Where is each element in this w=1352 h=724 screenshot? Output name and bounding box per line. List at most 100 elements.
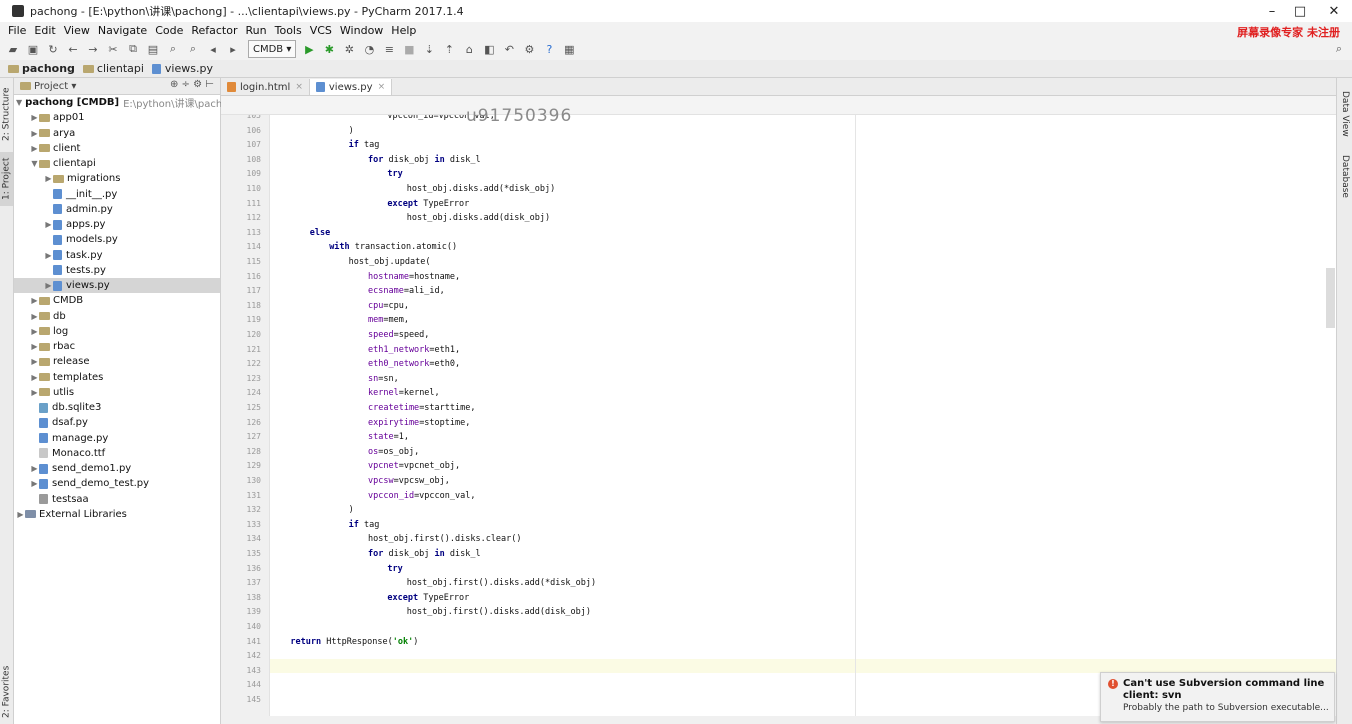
code-line[interactable]: ecsname=ali_id, <box>368 286 445 297</box>
chevron-right-icon[interactable]: ▶ <box>45 174 52 184</box>
chevron-right-icon[interactable]: ▶ <box>31 479 38 489</box>
tree-item-admin-py[interactable]: admin.py <box>14 202 220 217</box>
tree-item-tests-py[interactable]: tests.py <box>14 263 220 278</box>
menu-run[interactable]: Run <box>245 23 267 37</box>
code-line[interactable]: hostname=hostname, <box>368 271 461 282</box>
code-line[interactable]: if tag <box>348 519 380 530</box>
code-line[interactable]: host_obj.disks.add(*disk_obj) <box>406 184 556 194</box>
settings-icon[interactable]: ⚙ <box>524 42 535 56</box>
tree-item-log[interactable]: ▶log <box>31 325 69 337</box>
chevron-down-icon[interactable]: ▼ <box>16 98 23 108</box>
code-line[interactable]: sn=sn, <box>368 373 399 384</box>
search-icon[interactable]: ⌕ <box>1335 42 1343 55</box>
close-tab-icon[interactable]: × <box>295 82 303 92</box>
vcs-compare-icon[interactable]: ◧ <box>484 42 495 56</box>
tree-item-migrations[interactable]: ▶migrations <box>45 173 121 185</box>
nav-forward-icon[interactable]: ▸ <box>230 42 236 56</box>
tree-item-external-libraries[interactable]: ▶External Libraries <box>17 508 127 520</box>
code-line[interactable]: try <box>387 169 403 180</box>
code-line[interactable]: try <box>387 563 403 574</box>
menu-navigate[interactable]: Navigate <box>97 23 148 37</box>
tree-item-clientapi[interactable]: ▼clientapi <box>31 158 96 170</box>
run-config-select[interactable]: CMDB ▾ <box>248 40 297 58</box>
chevron-right-icon[interactable]: ▶ <box>31 326 38 336</box>
tree-item-client[interactable]: ▶client <box>31 142 81 154</box>
code-line[interactable]: os=os_obj, <box>368 446 420 457</box>
menu-refactor[interactable]: Refactor <box>191 23 238 37</box>
cut-icon[interactable]: ✂ <box>108 42 118 56</box>
code-line[interactable]: createtime=starttime, <box>368 403 476 413</box>
chevron-right-icon[interactable]: ▶ <box>31 387 38 397</box>
code-line[interactable]: vpccon_id=vpccon_val, <box>368 490 476 501</box>
tree-item-utlis[interactable]: ▶utlis <box>31 386 75 398</box>
menu-window[interactable]: Window <box>339 23 384 37</box>
stop-icon[interactable]: ■ <box>404 42 415 56</box>
breadcrumb-project[interactable]: pachong <box>8 62 75 75</box>
chevron-right-icon[interactable]: ▶ <box>31 357 38 367</box>
tree-item-send-demo-test-py[interactable]: ▶send_demo_test.py <box>31 478 150 490</box>
find-icon[interactable]: ⌕ <box>169 42 177 55</box>
vcs-history-icon[interactable]: ⌂ <box>465 42 473 56</box>
vcs-commit-icon[interactable]: ⇡ <box>444 42 454 56</box>
tree-item-manage-py[interactable]: manage.py <box>14 431 220 446</box>
code-line[interactable]: host_obj.disks.add(disk_obj) <box>406 213 551 224</box>
copy-icon[interactable]: ⧉ <box>129 42 137 55</box>
project-tab[interactable]: 1: Project <box>0 152 13 206</box>
tree-item-monaco-ttf[interactable]: Monaco.ttf <box>14 446 220 461</box>
code-line[interactable]: else <box>309 227 331 238</box>
tree-item-db-sqlite3[interactable]: db.sqlite3 <box>14 400 220 415</box>
tree-item-dsaf-py[interactable]: dsaf.py <box>14 415 220 430</box>
close-button[interactable]: ✕ <box>1328 3 1340 19</box>
chevron-right-icon[interactable]: ▶ <box>45 220 52 230</box>
chevron-right-icon[interactable]: ▶ <box>31 464 38 474</box>
chevron-right-icon[interactable]: ▶ <box>45 281 52 291</box>
close-tab-icon[interactable]: × <box>377 82 386 92</box>
chevron-right-icon[interactable]: ▶ <box>31 143 38 153</box>
tree-item-send-demo1-py[interactable]: ▶send_demo1.py <box>31 463 132 475</box>
menu-code[interactable]: Code <box>155 23 184 37</box>
forward-icon[interactable]: → <box>88 42 98 56</box>
code-line[interactable]: expirytime=stoptime, <box>368 417 471 428</box>
code-line[interactable]: cpu=cpu, <box>368 300 409 311</box>
menu-file[interactable]: File <box>8 23 27 37</box>
chevron-right-icon[interactable]: ▶ <box>45 250 52 260</box>
tree-item-task-py[interactable]: ▶task.py <box>45 249 103 261</box>
chevron-right-icon[interactable]: ▶ <box>31 113 38 123</box>
code-line[interactable]: return HttpResponse('ok') <box>290 636 419 647</box>
data-view-tab[interactable]: Data View <box>1340 91 1350 137</box>
menu-view[interactable]: View <box>63 23 90 37</box>
tree-item-apps-py[interactable]: ▶apps.py <box>45 219 106 231</box>
run-icon[interactable]: ▶ <box>305 42 314 56</box>
tree-item-templates[interactable]: ▶templates <box>31 371 104 383</box>
maximize-button[interactable]: □ <box>1293 3 1307 19</box>
coverage-icon[interactable]: ✲ <box>344 42 354 56</box>
code-line[interactable]: for disk_obj in disk_l <box>368 549 481 559</box>
svn-notification[interactable]: ! Can't use Subversion command line clie… <box>1100 672 1335 722</box>
tree-item-rbac[interactable]: ▶rbac <box>31 341 76 353</box>
code-line[interactable]: except TypeError <box>387 592 470 603</box>
chevron-right-icon[interactable]: ▶ <box>31 311 38 321</box>
vcs-revert-icon[interactable]: ↶ <box>504 42 514 56</box>
code-line[interactable]: if tag <box>348 140 380 151</box>
gear-icon[interactable]: ⚙ <box>193 79 203 90</box>
tree-item-release[interactable]: ▶release <box>31 356 90 368</box>
breadcrumb-folder[interactable]: clientapi <box>82 62 144 75</box>
tree-item-init-py[interactable]: __init__.py <box>14 187 220 202</box>
code-line[interactable]: host_obj.first().disks.add(*disk_obj) <box>406 578 597 589</box>
menu-edit[interactable]: Edit <box>34 23 56 37</box>
tree-item-app01[interactable]: ▶app01 <box>31 112 85 124</box>
tree-item-cmdb[interactable]: ▶CMDB <box>31 295 84 307</box>
debug-icon[interactable]: ✱ <box>324 42 334 56</box>
editor-scrollbar-thumb[interactable] <box>1326 268 1335 328</box>
profile-icon[interactable]: ◔ <box>364 42 375 56</box>
collapse-icon[interactable]: ÷ <box>181 79 190 90</box>
code-line[interactable]: vpcsw=vpcsw_obj, <box>368 476 450 486</box>
horizontal-scrollbar[interactable] <box>221 716 1336 724</box>
tree-item-models-py[interactable]: models.py <box>14 232 220 247</box>
chevron-right-icon[interactable]: ▶ <box>31 372 38 382</box>
code-line[interactable]: eth0_network=eth0, <box>368 359 461 370</box>
tab-login-html[interactable]: login.html× <box>221 79 310 95</box>
code-line[interactable]: speed=speed, <box>368 330 430 340</box>
code-line[interactable]: eth1_network=eth1, <box>368 344 461 355</box>
